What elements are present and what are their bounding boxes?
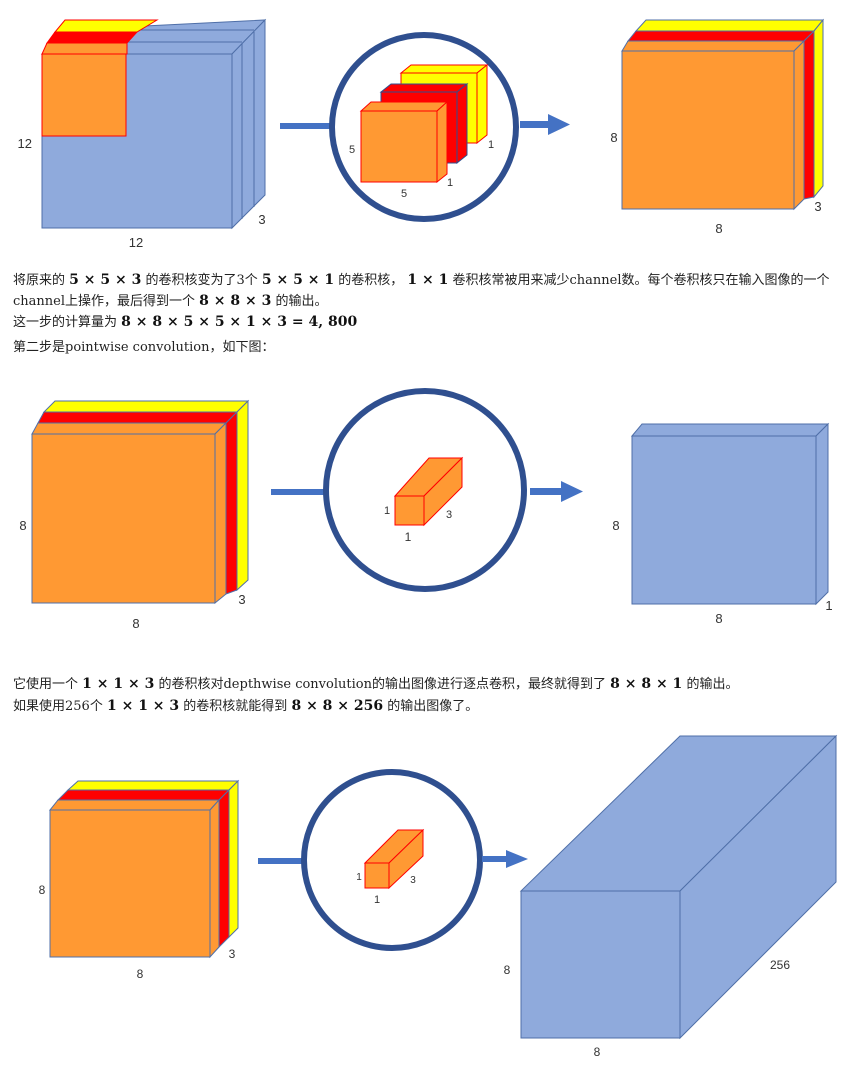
output-height-label: 8 bbox=[610, 130, 617, 145]
output-width-label: 8 bbox=[594, 1045, 601, 1059]
formula: 8 × 8 × 3 bbox=[199, 293, 272, 309]
kernel-1x1x3 bbox=[393, 456, 464, 527]
paragraph-compute-cost: 这一步的计算量为 8 × 8 × 5 × 5 × 1 × 3 = 4, 800 bbox=[13, 312, 357, 333]
arrow-out-head bbox=[506, 850, 528, 868]
arrow-out-head bbox=[548, 114, 570, 135]
kernel-depth-label: 3 bbox=[410, 875, 416, 886]
text: 的输出。 bbox=[686, 677, 739, 692]
text: 将原来的 bbox=[13, 273, 66, 288]
kernel-region bbox=[41, 19, 159, 137]
text: 的卷积核对depthwise convolution的输出图像进行逐点卷积，最终… bbox=[158, 677, 606, 692]
text: 的输出图像了。 bbox=[387, 699, 479, 714]
kernel-width-label: 5 bbox=[401, 188, 407, 200]
arrow-out bbox=[520, 121, 550, 128]
kernel-width-label: 1 bbox=[405, 530, 412, 544]
text: 卷积核常被用来减少channel数。每个卷积核只在输入图像的一个 bbox=[452, 273, 830, 288]
output-volume bbox=[630, 422, 830, 606]
figure-pointwise: 8 8 3 1 1 3 8 8 1 bbox=[0, 380, 861, 640]
arrow-in bbox=[280, 123, 330, 129]
output-depth-label: 3 bbox=[814, 199, 821, 214]
paragraph-pointwise-line2: 如果使用256个 1 × 1 × 3 的卷积核就能得到 8 × 8 × 256 … bbox=[13, 696, 478, 717]
kernel-width-label: 1 bbox=[374, 894, 380, 906]
input-depth-label: 3 bbox=[229, 947, 236, 961]
figure-depthwise: 12 12 3 5 5 1 1 8 8 3 bbox=[0, 0, 861, 260]
output-volume bbox=[621, 18, 825, 211]
formula: 1 × 1 × 3 bbox=[82, 676, 155, 692]
output-depth-label: 1 bbox=[825, 598, 832, 613]
paragraph-depthwise-line1: 将原来的 5 × 5 × 3 的卷积核变为了3个 5 × 5 × 1 的卷积核，… bbox=[13, 270, 830, 291]
kernel-depth-label: 3 bbox=[446, 509, 452, 521]
text: 的卷积核， bbox=[338, 273, 404, 288]
arrow-out-head bbox=[561, 481, 583, 502]
input-width-label: 12 bbox=[129, 235, 143, 250]
output-depth-label: 256 bbox=[770, 958, 790, 972]
text: 它使用一个 bbox=[13, 677, 79, 692]
formula: 1 × 1 × 3 bbox=[106, 698, 180, 714]
kernels-3x-5x5x1 bbox=[359, 63, 489, 184]
output-volume bbox=[519, 734, 838, 1040]
text: 这一步的计算量为 bbox=[13, 315, 118, 330]
text: 的卷积核就能得到 bbox=[183, 699, 288, 714]
input-volume bbox=[48, 779, 240, 959]
kernel-height-label: 1 bbox=[384, 505, 390, 517]
input-depth-label: 3 bbox=[258, 212, 265, 227]
kernel-1x1x3 bbox=[363, 828, 425, 890]
formula: 1 × 1 bbox=[407, 272, 449, 288]
arrow-out bbox=[482, 856, 508, 862]
text: 第二步是pointwise convolution，如下图： bbox=[13, 340, 275, 355]
input-volume bbox=[31, 399, 250, 605]
formula: 8 × 8 × 5 × 5 × 1 × 3 = 4, 800 bbox=[121, 314, 358, 330]
input-height-label: 8 bbox=[19, 518, 26, 533]
kernel-height-label: 1 bbox=[356, 872, 362, 883]
output-width-label: 8 bbox=[715, 611, 722, 626]
kernel-depth-label-2: 1 bbox=[488, 139, 494, 151]
input-width-label: 8 bbox=[132, 616, 139, 631]
formula: 5 × 5 × 1 bbox=[261, 272, 335, 288]
input-height-label: 12 bbox=[18, 136, 32, 151]
text: 的输出。 bbox=[275, 294, 328, 309]
figure-pointwise-256: 8 8 3 1 1 3 8 8 256 bbox=[0, 730, 861, 1065]
paragraph-depthwise-line2: channel上操作，最后得到一个 8 × 8 × 3 的输出。 bbox=[13, 291, 328, 312]
formula: 8 × 8 × 256 bbox=[291, 698, 384, 714]
input-depth-label: 3 bbox=[238, 592, 245, 607]
input-width-label: 8 bbox=[137, 967, 144, 981]
kernel-height-label: 5 bbox=[349, 144, 355, 156]
output-height-label: 8 bbox=[612, 518, 619, 533]
formula: 5 × 5 × 3 bbox=[69, 272, 142, 288]
text: 如果使用256个 bbox=[13, 699, 103, 714]
arrow-out bbox=[530, 488, 563, 495]
paragraph-pointwise-line1: 它使用一个 1 × 1 × 3 的卷积核对depthwise convoluti… bbox=[13, 674, 738, 695]
input-height-label: 8 bbox=[39, 883, 46, 897]
output-width-label: 8 bbox=[715, 221, 722, 236]
arrow-in bbox=[258, 858, 306, 864]
arrow-in bbox=[271, 489, 326, 495]
text: channel上操作，最后得到一个 bbox=[13, 294, 196, 309]
formula: 8 × 8 × 1 bbox=[610, 676, 683, 692]
text: 的卷积核变为了3个 bbox=[145, 273, 258, 288]
output-height-label: 8 bbox=[504, 963, 511, 977]
kernel-depth-label-1: 1 bbox=[447, 177, 453, 189]
paragraph-step-two: 第二步是pointwise convolution，如下图： bbox=[13, 337, 274, 358]
